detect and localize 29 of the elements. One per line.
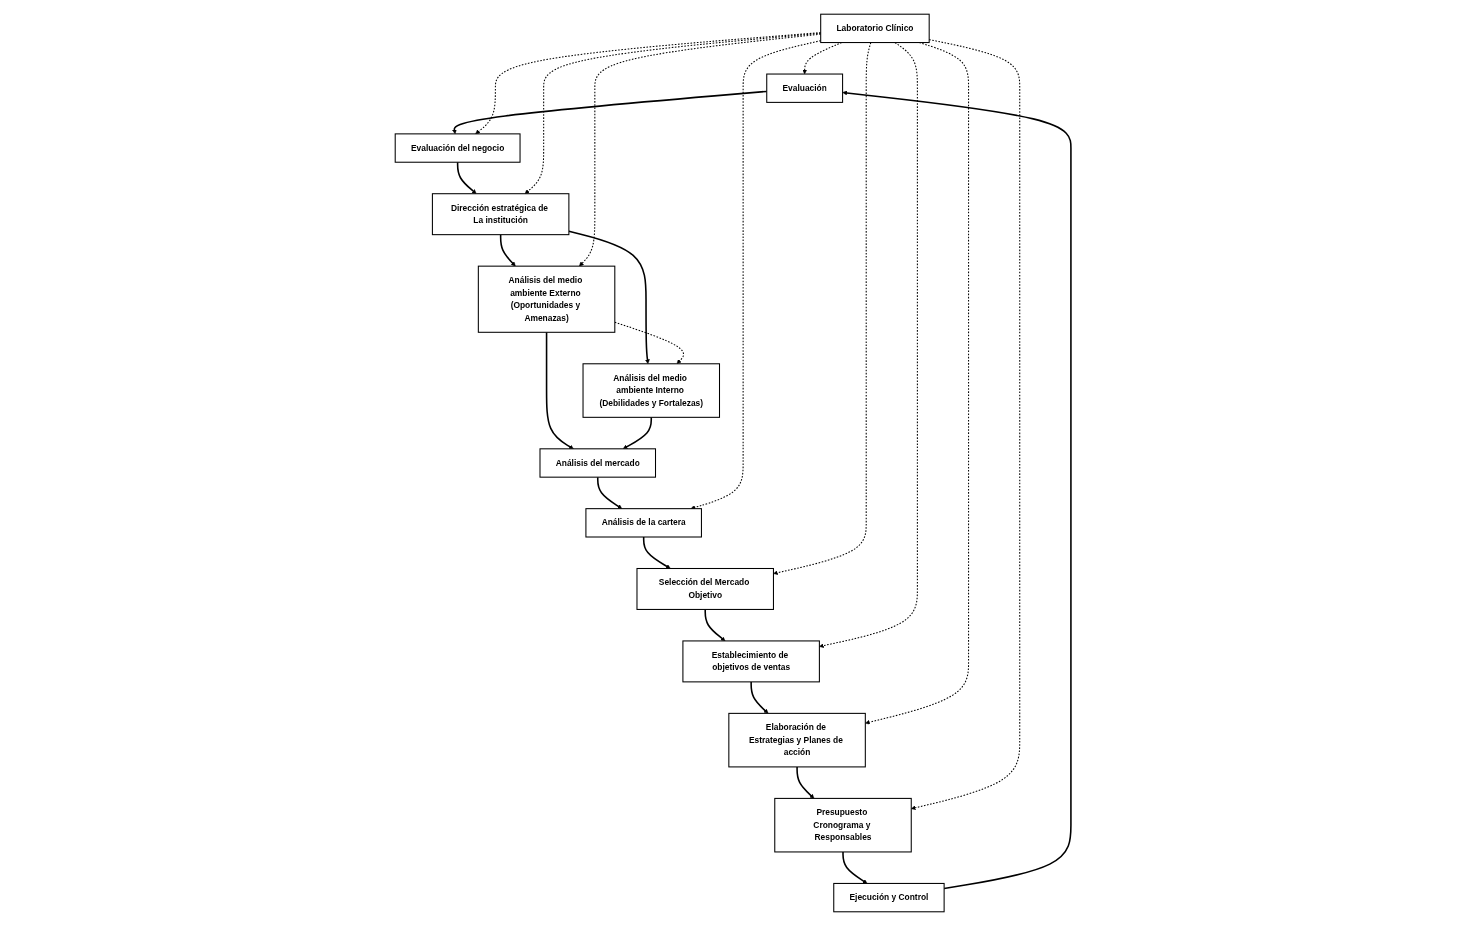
arrow (865, 42, 970, 725)
arrow (796, 766, 815, 799)
node-box: Elaboración de Estrategias y Planes de acción (728, 712, 866, 768)
node-box: Ejecución y Control (833, 882, 945, 913)
node-box: Evaluación (766, 73, 844, 103)
node-box: Análisis del medio ambiente Externo (Oportunidades y Amenazas) (477, 265, 616, 333)
node-box: Laboratorio Clínico (820, 13, 930, 44)
arrow (456, 161, 477, 194)
node-box: Evaluación del negocio (394, 133, 521, 163)
node-box: Establecimiento de objetivos de ventas (682, 640, 820, 683)
node-box: Análisis del medio ambiente Interno (Debilidades y Fortalezas) (582, 363, 720, 418)
arrow (545, 331, 574, 450)
arrow (750, 681, 769, 714)
arrow (596, 476, 623, 509)
arrow (704, 608, 726, 642)
arrow (568, 230, 650, 364)
node-box: Selección del Mercado Objetivo (636, 567, 774, 610)
node-box: Análisis de la cartera (585, 508, 702, 538)
node-box: Análisis del mercado (539, 448, 656, 478)
arrow (499, 233, 516, 267)
arrow (614, 321, 684, 364)
arrow (819, 42, 918, 648)
arrow (642, 536, 671, 569)
arrow (842, 90, 1072, 890)
node-box: Presupuesto Cronograma y Responsables (774, 797, 912, 853)
arrow (622, 416, 652, 450)
arrow (773, 42, 872, 575)
node-box: Dirección estratégica de La institución (431, 193, 570, 236)
arrow (842, 851, 868, 884)
